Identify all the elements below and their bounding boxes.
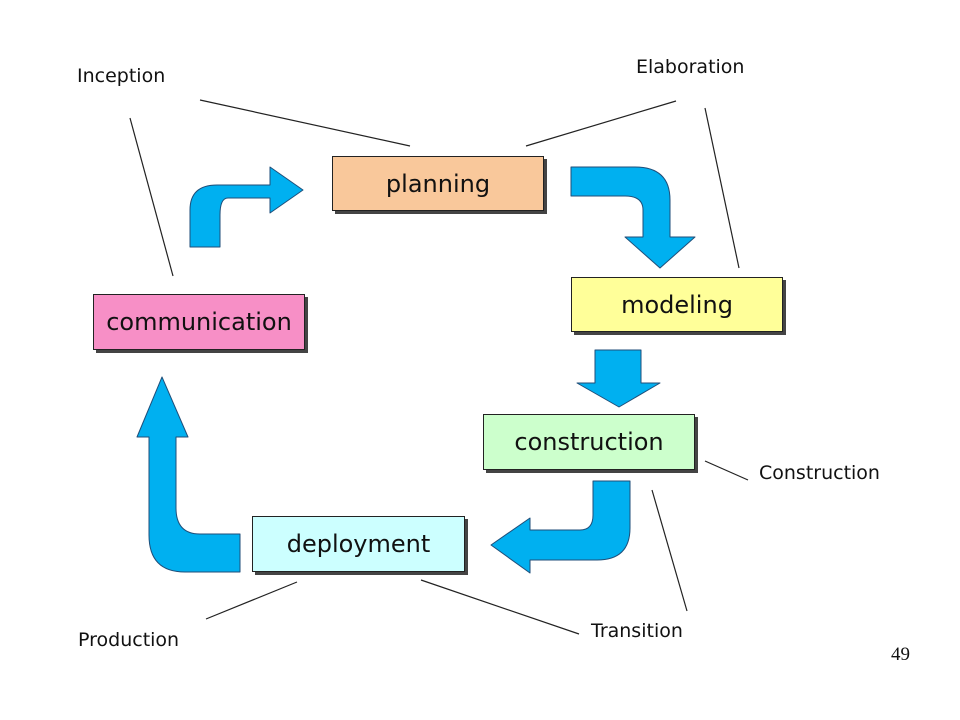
planning-label: planning <box>385 169 491 198</box>
arrow-construction-to-deployment <box>490 480 631 574</box>
arrow-communication-to-planning <box>189 166 304 248</box>
phase-inception: Inception <box>77 65 166 87</box>
elaboration-line-modeling <box>704 107 740 269</box>
production-line <box>205 581 298 620</box>
phase-construction: Construction <box>759 462 880 484</box>
phase-production: Production <box>78 629 180 651</box>
communication-label: communication <box>106 308 292 336</box>
arrow-modeling-to-construction <box>576 349 661 408</box>
construction-line <box>704 460 749 481</box>
page-number: 49 <box>891 644 910 665</box>
phase-transition: Transition <box>591 620 683 642</box>
inception-line-communication <box>129 117 174 277</box>
elaboration-line-planning <box>525 100 677 147</box>
planning-box: planning <box>332 156 544 211</box>
arrow-planning-to-modeling <box>570 166 696 269</box>
arrow-deployment-to-communication <box>136 376 241 573</box>
communication-box: communication <box>93 294 305 350</box>
phase-elaboration: Elaboration <box>636 56 745 78</box>
modeling-label: modeling <box>621 290 733 319</box>
transition-line-construction <box>651 489 688 612</box>
deployment-label: deployment <box>286 530 431 558</box>
inception-line-planning <box>199 99 411 147</box>
construction-label: construction <box>514 428 664 456</box>
modeling-box: modeling <box>571 277 783 332</box>
construction-box: construction <box>483 414 695 470</box>
transition-line-deployment <box>420 579 580 635</box>
deployment-box: deployment <box>252 516 465 572</box>
